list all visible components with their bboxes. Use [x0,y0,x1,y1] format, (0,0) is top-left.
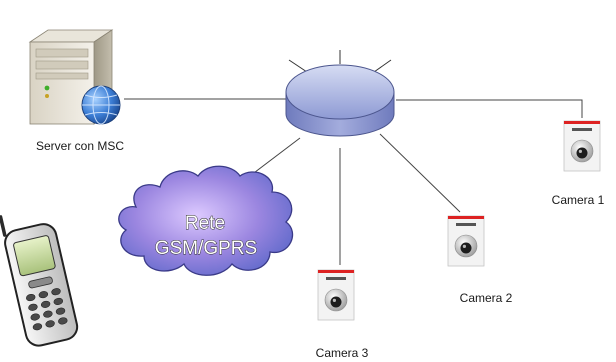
mobile-phone-icon [0,215,79,347]
cloud-label-line-2: GSM/GPRS [155,238,257,259]
camera-1-icon [563,120,601,172]
cloud-label-line-1: Rete [185,213,225,234]
hub-spikes [288,50,392,73]
link-hub-camera-1 [396,99,583,118]
camera-3-label: Camera 3 [316,346,369,360]
cloud-icon [118,165,294,276]
camera-1-label: Camera 1 [552,193,605,207]
server-globe-icon [28,29,121,125]
link-hub-camera-2 [379,133,461,213]
server-label: Server con MSC [36,139,124,153]
network-hub-icon [285,64,395,137]
connection-lines [124,98,583,265]
camera-2-label: Camera 2 [460,291,513,305]
camera-2-icon [447,215,485,267]
camera-3-icon [317,269,355,321]
